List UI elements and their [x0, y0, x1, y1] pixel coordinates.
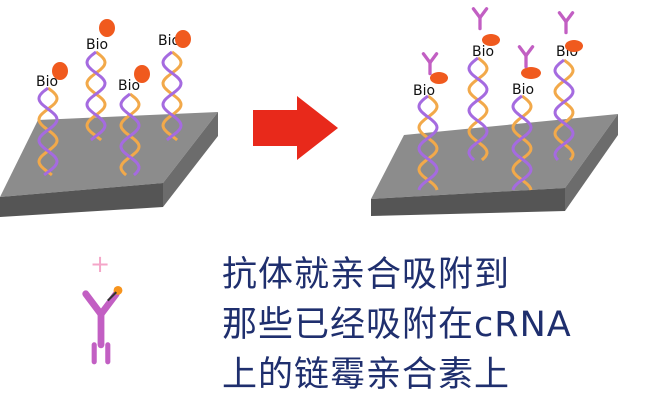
bio-label: Bio: [472, 44, 494, 60]
left-substrate: [0, 112, 218, 217]
caption-line-3: 上的链霉亲合素上: [222, 355, 511, 395]
dna-strand: [417, 94, 439, 191]
streptavidin-icon: [430, 72, 448, 84]
streptavidin-group-right: [430, 34, 583, 84]
bio-label: Bio: [413, 83, 435, 99]
dna-helix-icon: [467, 56, 489, 162]
bio-label: Bio: [118, 78, 140, 94]
dna-helix-icon: [511, 94, 533, 191]
dna-strand: [37, 86, 59, 177]
bio-label: Bio: [36, 74, 58, 90]
antibody-icon: [557, 11, 575, 35]
dna-strand: [511, 94, 533, 191]
dna-strand: [417, 94, 439, 191]
dna-strand: [85, 50, 107, 142]
dna-helix-icon: [85, 50, 107, 142]
caption-line-1: 抗体就亲合吸附到: [222, 255, 511, 295]
antibody-icon: [517, 45, 535, 69]
dna-helix-icon: [161, 50, 183, 142]
streptavidin-icon: [134, 65, 150, 83]
streptavidin-group-left: [52, 19, 191, 83]
streptavidin-icon: [482, 34, 500, 46]
bio-label: Bio: [512, 82, 534, 98]
right-arrow-icon: [253, 96, 338, 160]
dna-strand: [119, 92, 141, 177]
dna-strand: [161, 50, 183, 142]
right-substrate: [371, 114, 618, 216]
antibody-icon: [421, 52, 439, 76]
dna-strand: [511, 94, 533, 191]
antibody-icon: [82, 285, 123, 365]
dna-strand: [161, 50, 183, 142]
dna-helix-icon: [553, 58, 575, 161]
dna-strand: [37, 86, 59, 177]
antibody-icon: [471, 7, 489, 31]
streptavidin-icon: [521, 67, 541, 79]
dna-strand: [553, 58, 575, 161]
dna-helix-icon: [37, 86, 59, 177]
streptavidin-icon: [565, 40, 583, 52]
streptavidin-icon: [175, 30, 191, 48]
bio-label: Bio: [158, 33, 180, 49]
dna-strand: [119, 92, 141, 177]
bio-label: Bio: [86, 37, 108, 53]
streptavidin-icon: [99, 19, 115, 37]
dna-helix-icon: [417, 94, 439, 191]
caption-line-2: 那些已经吸附在cRNA: [222, 305, 572, 345]
dna-helix-icon: [119, 92, 141, 177]
plus-sign: +: [90, 250, 110, 278]
dna-strand: [467, 56, 489, 162]
dna-strand: [85, 50, 107, 142]
dna-strand: [467, 56, 489, 162]
streptavidin-icon: [52, 62, 68, 80]
caption: 抗体就亲合吸附到 那些已经吸附在cRNA 上的链霉亲合素上: [222, 250, 652, 400]
